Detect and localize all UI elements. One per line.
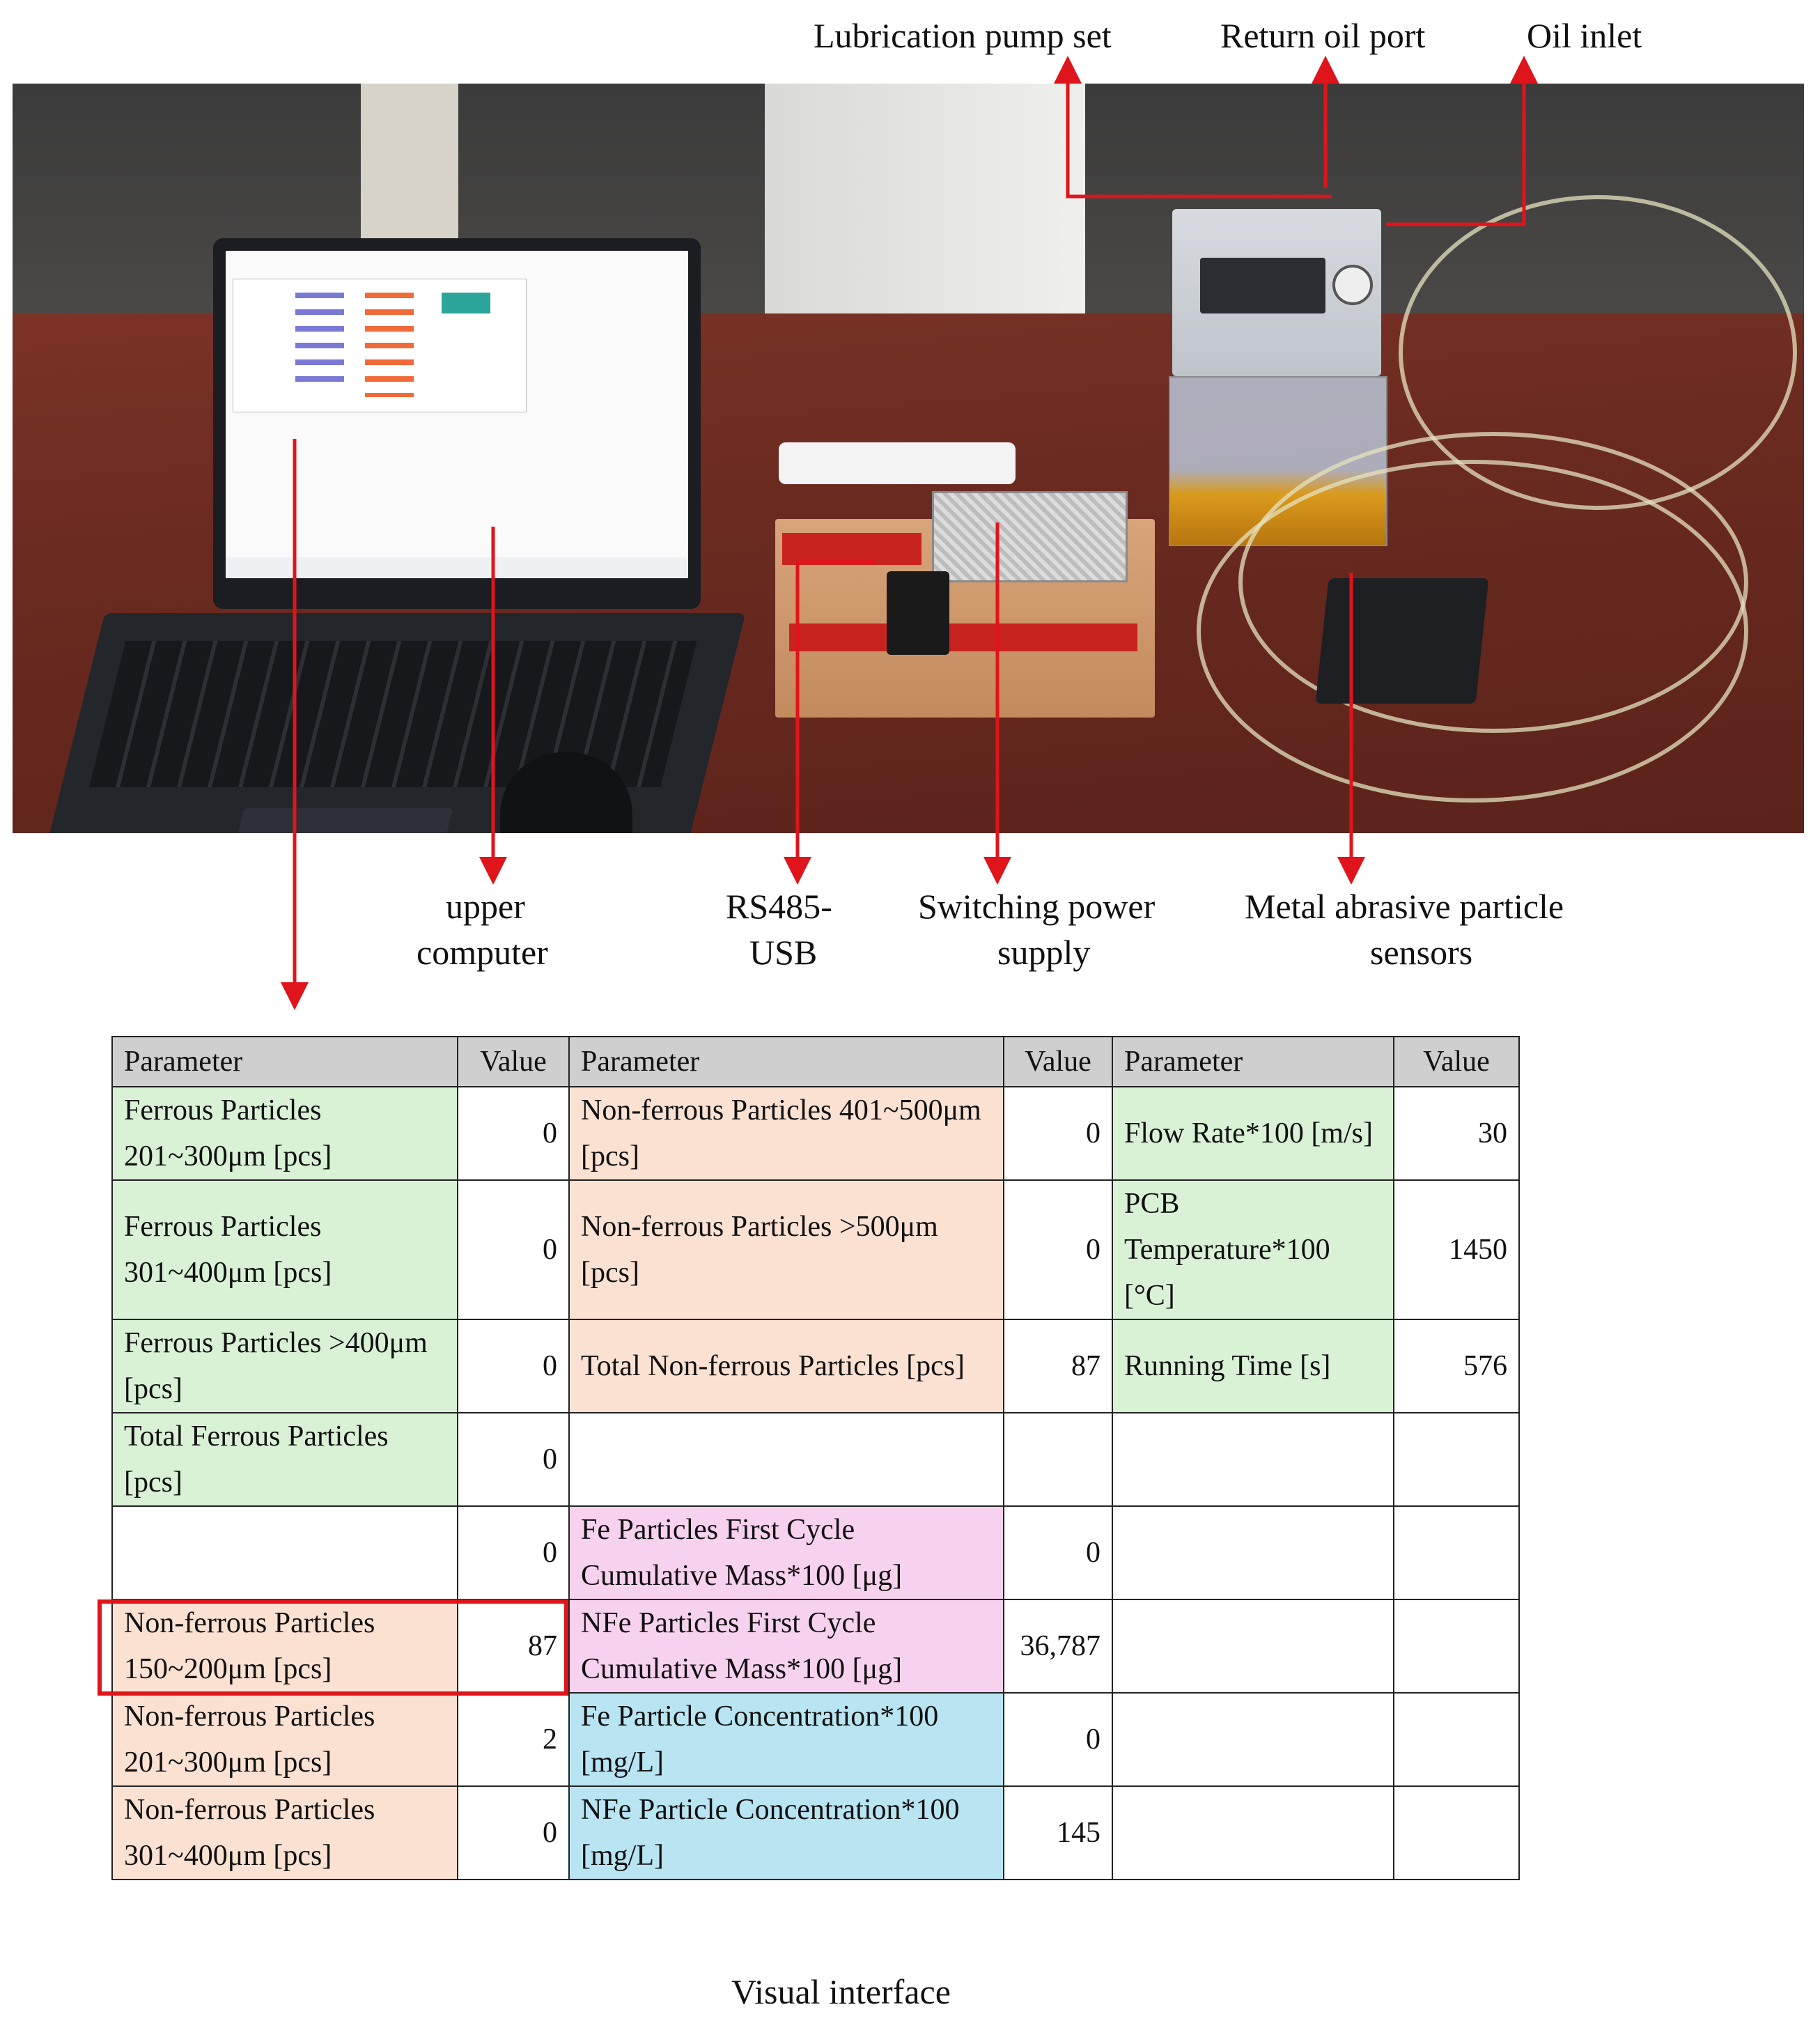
param-cell [1112,1599,1394,1694]
param-cell: Non-ferrous Particles 201~300μm [pcs] [111,1692,458,1787]
value-cell [1393,1692,1520,1787]
label-sensors-line2: sensors [1370,933,1473,972]
laptop-display [226,251,688,578]
test-bench-photo [13,84,1804,833]
param-cell: Ferrous Particles 301~400μm [pcs] [111,1179,458,1320]
value-cell: 0 [457,1179,570,1320]
header-value-3: Value [1393,1036,1520,1087]
screen-block-orange [365,293,414,397]
label-return-oil-port: Return oil port [1220,16,1426,55]
param-cell [1112,1412,1394,1507]
param-cell: Non-ferrous Particles 401~500μm [pcs] [568,1086,1004,1181]
header-parameter-2: Parameter [568,1036,1004,1087]
caption-visual-interface: Visual interface [731,1972,951,2011]
oil-hose-3 [1399,195,1797,510]
param-cell [1112,1692,1394,1787]
screen-block-purple [295,293,344,383]
pump-panel [1200,258,1325,313]
background-pillar [361,84,458,258]
table-row: Non-ferrous Particles 150~200μm [pcs] 87… [111,1599,1520,1694]
screen-taskbar [226,557,688,578]
label-switching-power-line1: Switching power [918,887,1156,926]
param-cell: Fe Particles First Cycle Cumulative Mass… [568,1505,1004,1600]
value-cell: 145 [1003,1785,1113,1880]
value-cell: 0 [457,1412,570,1507]
value-cell: 2 [457,1692,570,1787]
value-cell: 30 [1393,1086,1520,1181]
param-cell: Non-ferrous Particles >500μm [pcs] [568,1179,1004,1320]
table-row: Non-ferrous Particles 201~300μm [pcs] 2 … [111,1692,1520,1787]
param-cell: Non-ferrous Particles 150~200μm [pcs] [111,1599,458,1694]
switching-power-supply-device [932,491,1128,582]
value-cell: 0 [457,1086,570,1181]
param-cell: NFe Particle Concentration*100 [mg/L] [568,1785,1004,1880]
param-cell: Non-ferrous Particles 301~400μm [pcs] [111,1785,458,1880]
param-cell [111,1505,458,1600]
param-cell [1112,1505,1394,1600]
param-cell: Total Non-ferrous Particles [pcs] [568,1319,1004,1413]
label-switching-power-line2: supply [997,933,1091,972]
table-row: Ferrous Particles 201~300μm [pcs] 0 Non-… [111,1086,1520,1181]
value-cell: 87 [1003,1319,1113,1413]
table-row: Ferrous Particles >400μm [pcs] 0 Total N… [111,1319,1520,1413]
param-cell: PCB Temperature*100 [°C] [1112,1179,1394,1320]
header-value-2: Value [1003,1036,1113,1087]
power-strip [779,442,1016,484]
header-parameter-1: Parameter [111,1036,458,1087]
value-cell: 576 [1393,1319,1520,1413]
param-cell: Ferrous Particles 201~300μm [pcs] [111,1086,458,1181]
table-row: Total Ferrous Particles [pcs] 0 [111,1412,1520,1507]
label-upper-computer-line1: upper [446,887,525,926]
rs485-usb-converter [887,571,949,655]
label-sensors-line1: Metal abrasive particle [1245,887,1564,926]
background-wall [765,84,1085,313]
header-value-1: Value [457,1036,570,1087]
label-rs485-line2: USB [749,933,818,972]
value-cell: 0 [1003,1086,1113,1181]
value-cell [1003,1412,1113,1507]
param-cell: Ferrous Particles >400μm [pcs] [111,1319,458,1413]
label-rs485-line1: RS485- [726,887,832,926]
laptop-screen [213,238,701,609]
value-cell [1393,1785,1520,1880]
label-upper-computer-line2: computer [417,933,548,972]
value-cell: 36,787 [1003,1599,1113,1694]
value-cell: 0 [1003,1505,1113,1600]
param-cell: Flow Rate*100 [m/s] [1112,1086,1394,1181]
value-cell [1393,1599,1520,1694]
label-lubrication-pump-set: Lubrication pump set [814,16,1112,55]
table-row: 0 Fe Particles First Cycle Cumulative Ma… [111,1505,1520,1600]
table-header-row: Parameter Value Parameter Value Paramete… [111,1036,1520,1087]
value-cell: 0 [1003,1692,1113,1787]
value-cell [1393,1412,1520,1507]
header-parameter-3: Parameter [1112,1036,1394,1087]
value-cell: 0 [457,1319,570,1413]
label-oil-inlet: Oil inlet [1527,16,1642,55]
box-stripe-top [782,533,921,565]
value-cell [1393,1505,1520,1600]
laptop-keyboard [31,613,746,833]
value-cell: 1450 [1393,1179,1520,1320]
value-cell: 0 [457,1785,570,1880]
table-row: Non-ferrous Particles 301~400μm [pcs] 0 … [111,1785,1520,1880]
param-cell: Running Time [s] [1112,1319,1394,1413]
value-cell: 0 [1003,1179,1113,1320]
box-stripe [789,623,1137,651]
param-cell: Total Ferrous Particles [pcs] [111,1412,458,1507]
visual-interface-table: Parameter Value Parameter Value Paramete… [111,1036,1520,1880]
metal-particle-sensor-device [1315,578,1489,704]
param-cell [568,1412,1004,1507]
table-row: Ferrous Particles 301~400μm [pcs] 0 Non-… [111,1179,1520,1320]
screen-block-teal [442,293,490,313]
highlight-box [98,1599,568,1696]
touchpad [225,808,453,833]
param-cell: NFe Particles First Cycle Cumulative Mas… [568,1599,1004,1694]
pressure-gauge [1332,265,1373,305]
value-cell: 87 [457,1599,570,1694]
lubrication-pump-head [1172,209,1381,376]
param-cell: Fe Particle Concentration*100 [mg/L] [568,1692,1004,1787]
param-cell [1112,1785,1394,1880]
value-cell: 0 [457,1505,570,1600]
